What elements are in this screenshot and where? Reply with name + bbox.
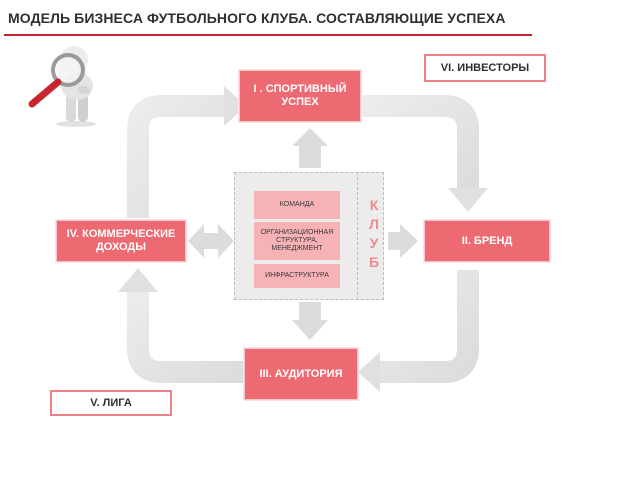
node-investors: VI. ИНВЕСТОРЫ bbox=[424, 54, 546, 82]
arrow-sport-to-brand bbox=[362, 95, 479, 190]
arrow-audience-to-commercial bbox=[127, 290, 244, 383]
arrow-commercial-to-sport bbox=[127, 95, 226, 218]
magnifier-figure-icon bbox=[28, 46, 96, 127]
arrow-brand-to-audience-head bbox=[358, 352, 380, 392]
node-league: V. ЛИГА bbox=[50, 390, 172, 416]
club-letter: Б bbox=[368, 254, 380, 270]
club-item-structure: ОРГАНИЗАЦИОННАЯ СТРУКТУРА, МЕНЕДЖМЕНТ bbox=[254, 222, 340, 260]
arrow-club-commercial-left bbox=[188, 224, 204, 258]
club-divider bbox=[357, 172, 358, 300]
node-audience: III. АУДИТОРИЯ bbox=[244, 348, 358, 400]
node-commercial-revenue: IV. КОММЕРЧЕСКИЕ ДОХОДЫ bbox=[56, 220, 186, 262]
arrow-brand-to-audience bbox=[378, 270, 479, 383]
club-letter: У bbox=[369, 235, 379, 251]
club-item-team: КОМАНДА bbox=[254, 191, 340, 219]
arrow-commercial-to-sport-head bbox=[224, 86, 246, 126]
node-brand: II. БРЕНД bbox=[424, 220, 550, 262]
node-sport-success: I . СПОРТИВНЫЙ УСПЕХ bbox=[239, 70, 361, 122]
arrow-club-to-audience bbox=[292, 320, 328, 340]
page-title: МОДЕЛЬ БИЗНЕСА ФУТБОЛЬНОГО КЛУБА. СОСТАВ… bbox=[8, 10, 506, 26]
arrow-sport-to-brand-head bbox=[448, 188, 488, 212]
arrow-audience-to-commercial-head bbox=[118, 268, 158, 292]
club-label: К Л У Б bbox=[364, 196, 384, 272]
arrow-club-to-brand bbox=[400, 224, 418, 258]
title-divider bbox=[4, 34, 532, 36]
club-item-infrastructure: ИНФРАСТРУКТУРА bbox=[254, 264, 340, 288]
club-letter: Л bbox=[369, 216, 379, 232]
arrow-club-commercial-right bbox=[218, 224, 234, 258]
arrow-club-to-sport bbox=[292, 128, 328, 146]
club-letter: К bbox=[369, 197, 379, 213]
